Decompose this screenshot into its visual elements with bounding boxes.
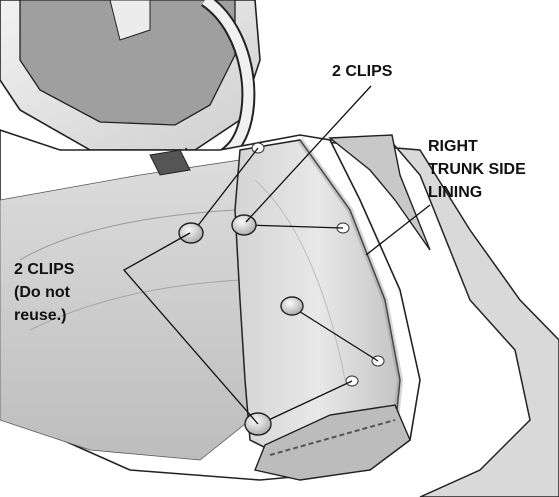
trunk-lid-inner <box>19 0 236 126</box>
non-reusable-clip <box>280 296 304 316</box>
label-lining-line1: RIGHT <box>428 138 478 155</box>
clip-leader <box>293 307 379 362</box>
label-lining-line3: LINING <box>428 184 482 201</box>
label-2-clips-top: 2 CLIPS <box>332 63 393 80</box>
trunk-lid-lip <box>109 0 151 41</box>
callout-line-clips-top <box>245 85 372 223</box>
label-lining-line2: TRUNK SIDE <box>428 161 526 178</box>
rear-sill <box>254 404 411 481</box>
label-clips-left-line1: 2 CLIPS <box>14 261 75 278</box>
clip-leader <box>245 224 344 229</box>
callout-line-clips-left <box>122 232 259 425</box>
rear-body-panel <box>299 139 559 497</box>
label-clips-left-line2: (Do not <box>14 284 71 301</box>
clip-leader <box>192 147 259 233</box>
callout-line-lining <box>365 204 431 256</box>
reusable-clip <box>231 214 257 236</box>
clip-leader <box>259 380 353 425</box>
reusable-clip <box>178 222 204 244</box>
label-clips-left-line3: reuse.) <box>14 307 66 324</box>
taillight <box>328 134 431 251</box>
